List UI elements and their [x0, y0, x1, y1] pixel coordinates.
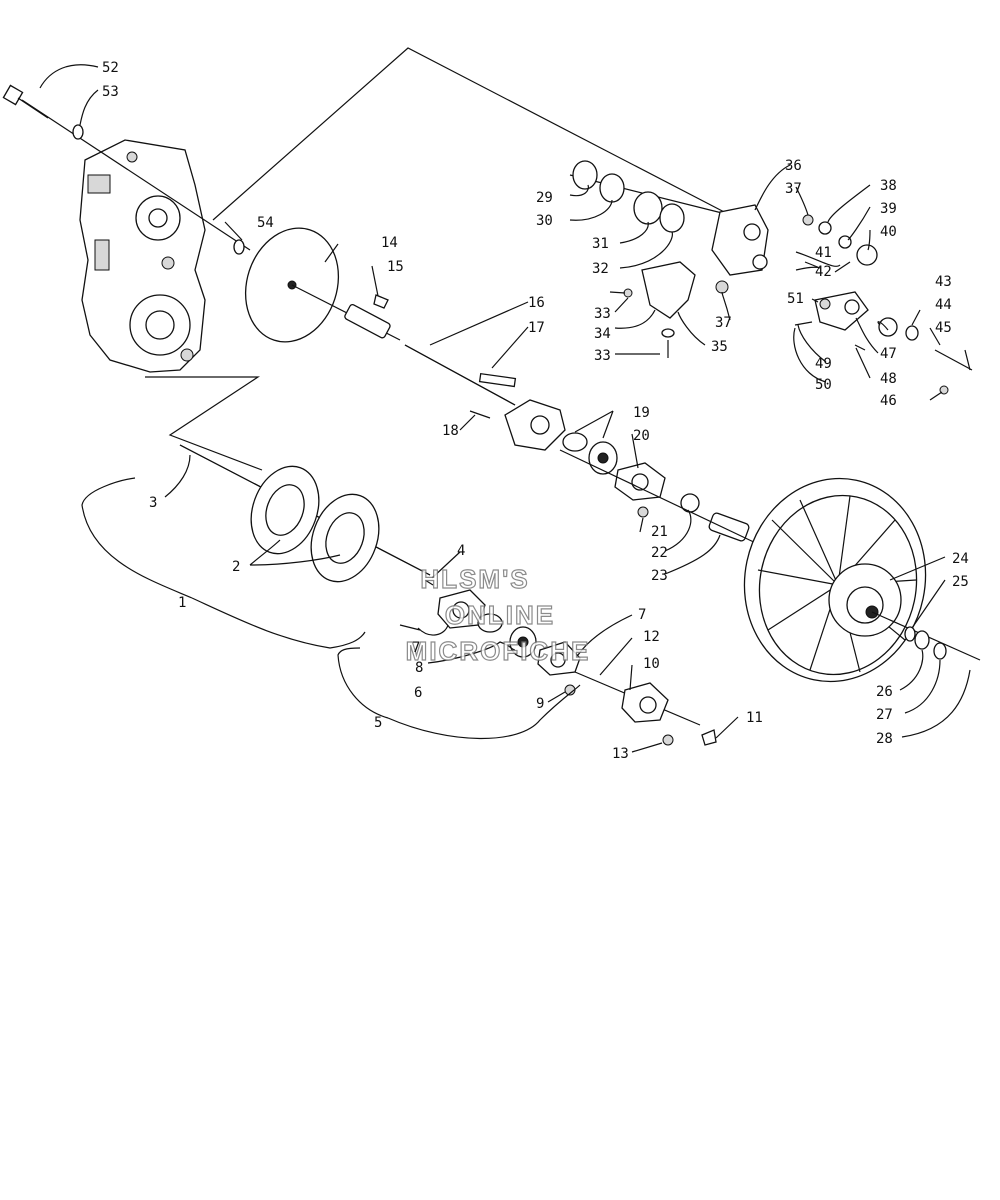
callout-23: 23: [651, 568, 668, 584]
callout-52: 52: [102, 60, 119, 76]
callout-3: 3: [149, 495, 157, 511]
drive-shaft: [179, 444, 431, 583]
callout-45: 45: [935, 320, 952, 336]
callouts: 1 2 3 4 5 6 7 7 8 9 10 11 12 13 14 15 16…: [102, 60, 969, 762]
callout-46: 46: [880, 393, 897, 409]
callout-19: 19: [633, 405, 650, 421]
callout-54: 54: [257, 215, 274, 231]
assembly-outline: [145, 47, 731, 471]
brake-disc: [244, 227, 401, 343]
watermark: HLSM'S ONLINE MICROFICHE: [405, 563, 591, 666]
callout-15: 15: [387, 259, 404, 275]
callout-7a: 7: [638, 607, 646, 623]
callout-1: 1: [178, 595, 186, 611]
callout-11: 11: [746, 710, 763, 726]
callout-20: 20: [633, 428, 650, 444]
callout-33b: 33: [594, 348, 611, 364]
jackshaft-bearing-housing: [504, 399, 761, 546]
drive-shaft-bearing: [399, 579, 581, 676]
callout-37b: 37: [715, 315, 732, 331]
jackshaft: [404, 344, 517, 419]
callout-36: 36: [785, 158, 802, 174]
leader-lines: [39, 64, 971, 753]
callout-25: 25: [952, 574, 969, 590]
callout-18: 18: [442, 423, 459, 439]
callout-43: 43: [935, 274, 952, 290]
drive-sprocket-right: [310, 493, 380, 583]
callout-26: 26: [876, 684, 893, 700]
coupler: [344, 294, 391, 339]
drive-sprocket-left: [250, 465, 320, 555]
callout-53: 53: [102, 84, 119, 100]
callout-21: 21: [651, 524, 668, 540]
callout-22: 22: [651, 545, 668, 561]
callout-4: 4: [457, 543, 465, 559]
callout-35: 35: [711, 339, 728, 355]
watermark-line-2: ONLINE: [445, 600, 555, 630]
callout-33a: 33: [594, 306, 611, 322]
callout-28: 28: [876, 731, 893, 747]
callout-30: 30: [536, 213, 553, 229]
callout-8: 8: [415, 660, 423, 676]
callout-27: 27: [876, 707, 893, 723]
callout-2: 2: [232, 559, 240, 575]
callout-37a: 37: [785, 181, 802, 197]
callout-31: 31: [592, 236, 609, 252]
callout-5: 5: [374, 715, 382, 731]
callout-42: 42: [815, 264, 832, 280]
driven-clutch: [743, 477, 981, 683]
callout-47: 47: [880, 346, 897, 362]
callout-40: 40: [880, 224, 897, 240]
callout-48: 48: [880, 371, 897, 387]
gear-case: [79, 139, 206, 373]
callout-9: 9: [536, 696, 544, 712]
callout-51: 51: [787, 291, 804, 307]
idler-axle: [564, 671, 717, 746]
case-bolt: [2, 84, 251, 255]
brake-caliper-assembly: [569, 160, 878, 358]
callout-34: 34: [594, 326, 611, 342]
callout-14: 14: [381, 235, 398, 251]
callout-38: 38: [880, 178, 897, 194]
callout-32: 32: [592, 261, 609, 277]
callout-44: 44: [935, 297, 952, 313]
callout-41: 41: [815, 245, 832, 261]
callout-12: 12: [643, 629, 660, 645]
callout-49: 49: [815, 356, 832, 372]
watermark-line-3: MICROFICHE: [406, 636, 591, 666]
callout-13: 13: [612, 746, 629, 762]
callout-16: 16: [528, 295, 545, 311]
callout-10: 10: [643, 656, 660, 672]
callout-7b: 7: [412, 640, 420, 656]
callout-50: 50: [815, 377, 832, 393]
callout-39: 39: [880, 201, 897, 217]
brake-lever-assembly: [794, 291, 973, 395]
callout-6: 6: [414, 685, 422, 701]
watermark-line-1: HLSM'S: [420, 564, 529, 594]
callout-24: 24: [952, 551, 969, 567]
callout-17: 17: [528, 320, 545, 336]
callout-29: 29: [536, 190, 553, 206]
